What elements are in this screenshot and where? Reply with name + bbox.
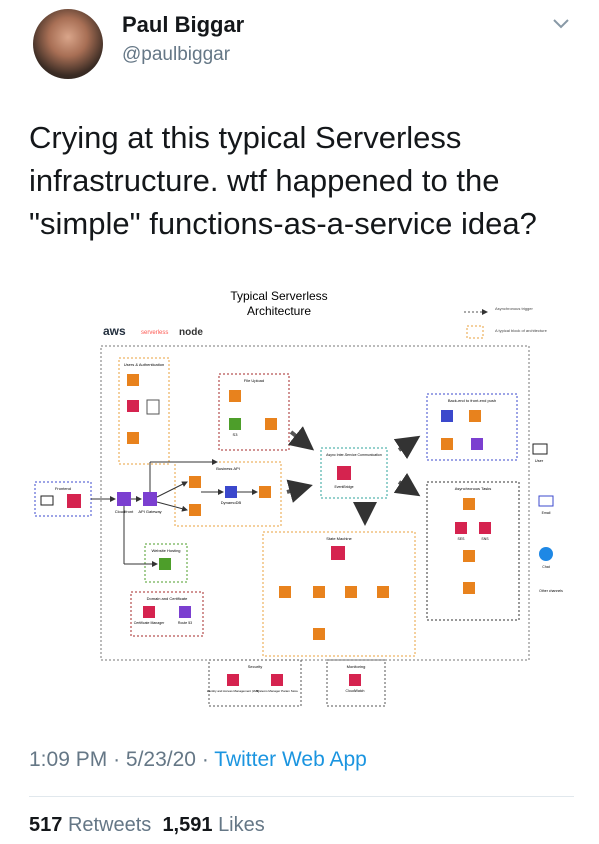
domain-cert-label: Domain and Certificate (147, 596, 188, 601)
user-label: User (535, 458, 544, 463)
other-channels-label: Other channels (539, 589, 563, 593)
async-comm-label: Async Inter-Service Communication (326, 453, 382, 457)
file-upload-label: File Upload (244, 378, 264, 383)
aws-logo: aws (103, 324, 126, 338)
dynamodb-label: DynamoDB (221, 500, 242, 505)
security-label: Security (248, 664, 262, 669)
tweet-date[interactable]: 5/23/20 (125, 748, 196, 771)
frontend-label: Frontend (55, 486, 71, 491)
diagram-subtitle: Architecture (247, 304, 311, 318)
source-app-link[interactable]: Twitter Web App (214, 748, 367, 771)
tweet-meta: 1:09 PM · 5/23/20 · Twitter Web App (29, 748, 367, 772)
likes-count: 1,591 (162, 814, 213, 836)
architecture-diagram[interactable]: Typical Serverless Architecture aws serv… (29, 282, 574, 710)
chat-label: Chat (542, 565, 549, 569)
cloudwatch-label: CloudWatch (346, 689, 365, 693)
user-handle[interactable]: @paulbiggar (122, 44, 231, 65)
meta-separator-1: · (113, 748, 121, 771)
meta-separator-2: · (201, 748, 209, 771)
async-tasks-label: Asynchronous Tasks (455, 486, 492, 491)
website-hosting-label: Website Hosting (151, 548, 180, 553)
likes-label: Likes (218, 814, 265, 836)
retweets-label: Retweets (67, 814, 152, 836)
divider (29, 796, 574, 797)
chevron-down-icon[interactable] (552, 14, 570, 32)
retweets-stat[interactable]: 517 Retweets (29, 814, 151, 836)
tweet-text: Crying at this typical Serverless infras… (29, 120, 537, 241)
iam-label: Identity and Access Management (IAM) (207, 689, 259, 693)
node-logo: node (179, 327, 203, 338)
tweet-stats: 517 Retweets 1,591 Likes (29, 814, 265, 837)
email-label: Email (542, 511, 551, 515)
business-api-label: Business API (216, 466, 240, 471)
eventbridge-label: EventBridge (334, 485, 353, 489)
sns-label: SNS (481, 537, 489, 541)
cert-manager-label: Certificate Manager (134, 621, 165, 625)
api-gateway-label: API Gateway (138, 509, 161, 514)
s3-label: S3 (233, 432, 239, 437)
route53-label: Route 53 (178, 621, 192, 625)
tweet-time[interactable]: 1:09 PM (29, 748, 108, 771)
ssm-label: Systems Manager Param Store (256, 689, 298, 693)
avatar[interactable] (33, 9, 103, 79)
users-auth-label: Users & Authentication (124, 362, 164, 367)
display-name[interactable]: Paul Biggar (122, 12, 245, 37)
ses-label: SES (457, 537, 465, 541)
retweets-count: 517 (29, 814, 63, 836)
state-machine-label: State Machine (326, 536, 352, 541)
diagram-title: Typical Serverless (230, 289, 327, 303)
serverless-logo: serverless (141, 330, 168, 336)
legend-async: Asynchronous trigger (495, 306, 533, 311)
backend-push-label: Back-end to front-end push (448, 398, 496, 403)
legend-block: A typical block of architecture (495, 328, 548, 333)
monitoring-label: Monitoring (347, 664, 366, 669)
likes-stat[interactable]: 1,591 Likes (162, 814, 264, 836)
